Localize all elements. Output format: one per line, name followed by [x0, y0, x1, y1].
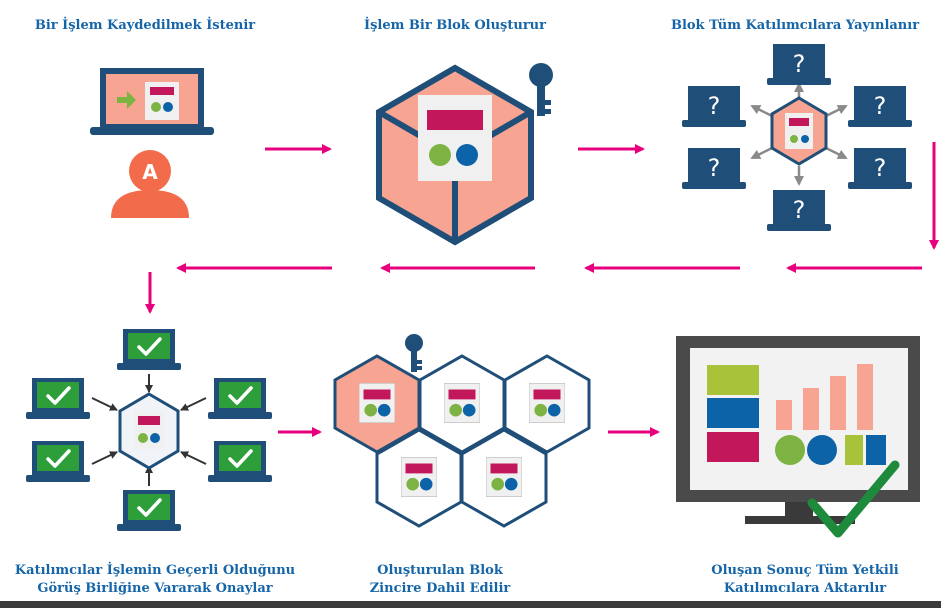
approved-laptop-icon	[208, 441, 272, 484]
step1-laptop-icon	[90, 68, 214, 135]
step2-title: İşlem Bir Blok Oluşturur	[340, 17, 570, 35]
consensus-arrows	[91, 374, 207, 486]
step5-caption-line1: Oluşturulan Blok	[377, 563, 503, 578]
step3-title: Blok Tüm Katılımcılara Yayınlanır	[665, 17, 925, 35]
chain-block	[460, 428, 548, 528]
approved-laptop-icon	[26, 378, 90, 421]
key-icon	[529, 63, 553, 116]
step2-title-text: İşlem Bir Blok Oluşturur	[364, 18, 546, 33]
step5-block-chain	[333, 334, 591, 528]
question-laptop-icon	[767, 190, 831, 231]
step4-consensus	[26, 329, 272, 533]
step6-caption-line1: Oluşan Sonuç Tüm Yetkili	[711, 563, 899, 578]
step3-broadcast	[682, 44, 912, 231]
step3-title-text: Blok Tüm Katılımcılara Yayınlanır	[670, 18, 920, 33]
bottom-rule	[0, 601, 941, 608]
step5-caption: Oluşturulan Blok Zincire Dahil Edilir	[340, 562, 540, 598]
approved-laptop-icon	[208, 378, 272, 421]
step1-title: Bir İşlem Kaydedilmek İstenir	[30, 17, 260, 35]
small-block-icon	[770, 96, 828, 166]
question-laptop-icon	[682, 148, 746, 189]
step6-monitor-icon	[676, 336, 920, 524]
question-laptop-icon	[848, 148, 912, 189]
user-icon: A	[111, 150, 189, 218]
chain-block	[503, 354, 591, 454]
step2-block-icon	[376, 64, 534, 246]
step1-title-text: Bir İşlem Kaydedilmek İstenir	[34, 18, 256, 33]
key-icon	[405, 334, 423, 372]
step6-caption-line2: Katılımcılara Aktarılır	[723, 581, 887, 596]
step6-caption: Oluşan Sonuç Tüm Yetkili Katılımcılara A…	[690, 562, 920, 598]
approved-laptop-icon	[117, 329, 181, 372]
validated-block-icon	[118, 392, 180, 470]
step4-caption-line2: Görüş Birliğine Vararak Onaylar	[37, 581, 273, 596]
approved-laptop-icon	[26, 441, 90, 484]
question-laptop-icon	[848, 86, 912, 127]
step5-caption-line2: Zincire Dahil Edilir	[369, 581, 511, 596]
checkmark-icon	[807, 460, 900, 538]
question-laptop-icon	[682, 86, 746, 127]
question-laptop-icon	[767, 44, 831, 85]
step4-caption-line1: Katılımcılar İşlemin Geçerli Olduğunu	[14, 563, 296, 578]
approved-laptop-icon	[117, 490, 181, 533]
user-letter: A	[142, 160, 158, 184]
step4-caption: Katılımcılar İşlemin Geçerli Olduğunu Gö…	[10, 562, 300, 598]
